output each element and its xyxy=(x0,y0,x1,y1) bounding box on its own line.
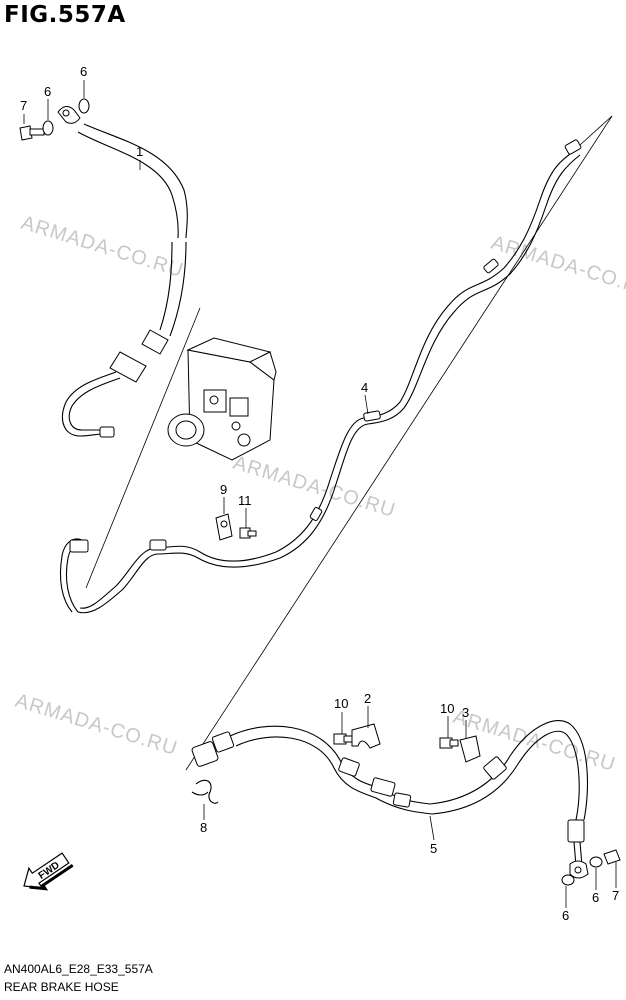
callout-10-right: 10 xyxy=(440,701,454,716)
callout-1: 1 xyxy=(136,144,143,159)
clamp-3 xyxy=(459,735,481,763)
callout-5: 5 xyxy=(430,841,437,856)
bracket-9 xyxy=(215,513,233,541)
fwd-arrow-icon: FWD xyxy=(23,852,74,891)
callout-3: 3 xyxy=(462,705,469,720)
callout-8: 8 xyxy=(200,820,207,835)
hose-1 xyxy=(57,106,188,438)
bolt-11 xyxy=(239,527,257,539)
callout-6-bottom-right: 6 xyxy=(592,890,599,905)
clip-8 xyxy=(191,779,219,804)
callout-6-bottom-left: 6 xyxy=(562,908,569,923)
watermark-2: ARMADA-CO.RU xyxy=(489,232,626,302)
callout-9: 9 xyxy=(220,482,227,497)
watermark-4: ARMADA-CO.RU xyxy=(13,690,181,760)
bolt-10b xyxy=(439,737,459,749)
pipe-4 xyxy=(59,139,582,614)
callout-6-top-right: 6 xyxy=(80,64,87,79)
callout-4: 4 xyxy=(361,380,368,395)
callout-11: 11 xyxy=(238,493,252,508)
leader-lines xyxy=(23,80,617,908)
reference-lines xyxy=(85,115,613,771)
figure-title: FIG.557A xyxy=(4,2,126,28)
clamp-2 xyxy=(351,723,381,749)
watermark-1: ARMADA-CO.RU xyxy=(19,212,187,282)
figure-code: AN400AL6_E28_E33_557A xyxy=(4,962,153,976)
callout-2: 2 xyxy=(364,691,371,706)
washers-bolts xyxy=(19,98,621,886)
figure-caption: REAR BRAKE HOSE xyxy=(4,980,119,994)
callout-7-top: 7 xyxy=(20,98,27,113)
watermarks: ARMADA-CO.RU ARMADA-CO.RU ARMADA-CO.RU A… xyxy=(13,212,626,776)
hose-5 xyxy=(191,720,589,879)
callout-6-top-left: 6 xyxy=(44,84,51,99)
callout-10-left: 10 xyxy=(334,696,348,711)
callout-7-bottom: 7 xyxy=(612,888,619,903)
abs-unit xyxy=(167,337,277,461)
bolt-10a xyxy=(333,733,353,745)
callouts: 1 7 6 6 4 9 11 10 2 10 3 8 5 6 6 7 xyxy=(20,64,619,923)
